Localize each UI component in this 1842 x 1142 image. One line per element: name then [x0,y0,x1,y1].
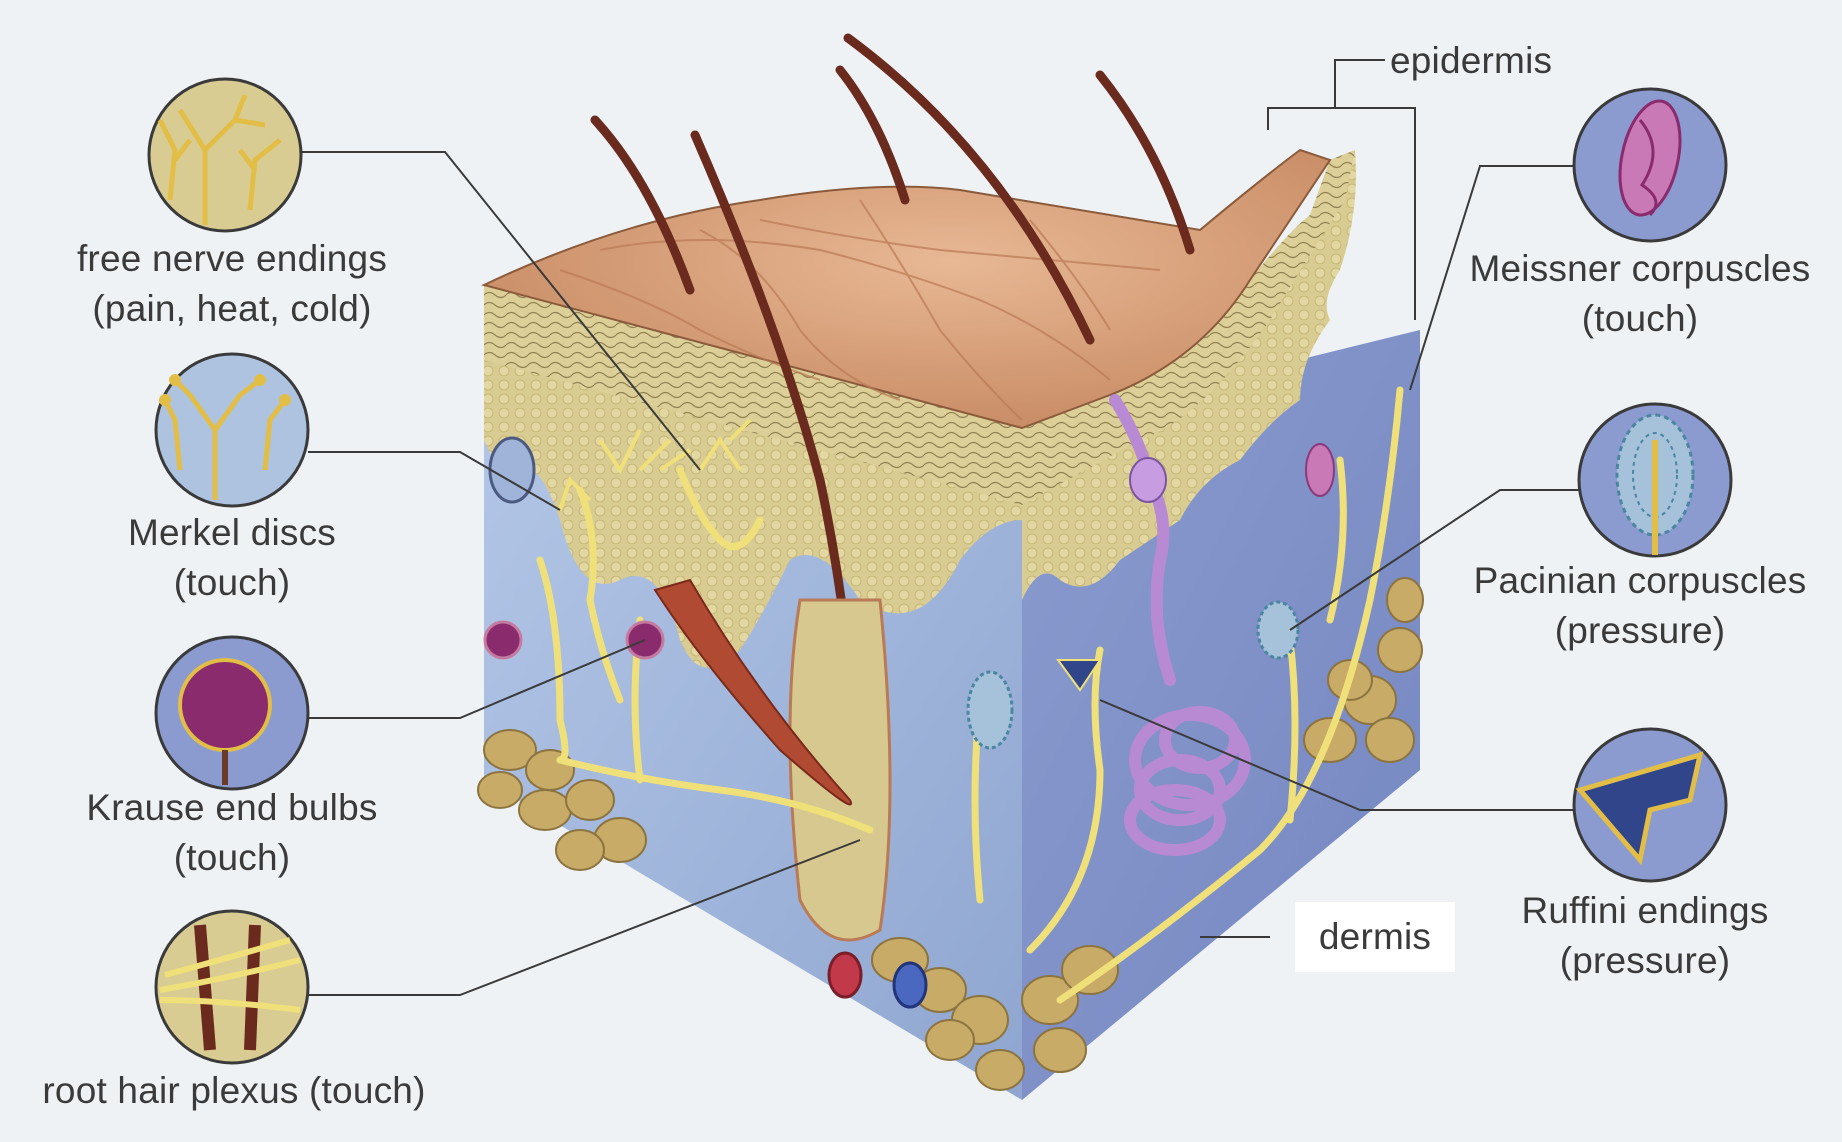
label-free-nerve-endings-line2: (pain, heat, cold) [0,284,472,334]
label-merkel-discs: Merkel discs (touch) [0,508,472,608]
inset-pacinian-corpuscles [1579,404,1731,556]
pacinian-block-1 [968,672,1012,748]
label-merkel-discs-line2: (touch) [0,558,472,608]
label-krause-end-bulbs: Krause end bulbs (touch) [0,783,472,883]
label-meissner-corpuscles-line2: (touch) [1430,294,1842,344]
label-ruffini-endings-line2: (pressure) [1465,936,1825,986]
inset-root-hair-plexus [156,911,308,1063]
label-pacinian-corpuscles: Pacinian corpuscles (pressure) [1430,556,1842,656]
label-pacinian-corpuscles-line1: Pacinian corpuscles [1430,556,1842,606]
label-dermis: dermis [1295,902,1455,972]
label-pacinian-corpuscles-line2: (pressure) [1430,606,1842,656]
label-root-hair-plexus-line1: root hair plexus (touch) [0,1066,474,1116]
inset-free-nerve-endings [149,79,301,231]
label-free-nerve-endings: free nerve endings (pain, heat, cold) [0,234,472,334]
meissner-block [1306,444,1334,496]
label-merkel-discs-line1: Merkel discs [0,508,472,558]
label-krause-end-bulbs-line2: (touch) [0,833,472,883]
inset-krause-end-bulbs [156,637,308,789]
label-free-nerve-endings-line1: free nerve endings [0,234,472,284]
inset-meissner-corpuscles [1574,89,1726,241]
label-meissner-corpuscles: Meissner corpuscles (touch) [1430,244,1842,344]
pacinian-block-2 [1258,602,1298,658]
inset-ruffini-endings [1574,729,1726,881]
label-ruffini-endings-line1: Ruffini endings [1465,886,1825,936]
krause-bulb-block-1 [485,622,521,658]
label-epidermis: epidermis [1390,36,1610,86]
merkel-block [490,438,534,502]
inset-merkel-discs [156,354,308,506]
label-ruffini-endings: Ruffini endings (pressure) [1465,886,1825,986]
label-krause-end-bulbs-line1: Krause end bulbs [0,783,472,833]
label-meissner-corpuscles-line1: Meissner corpuscles [1430,244,1842,294]
label-root-hair-plexus: root hair plexus (touch) [0,1066,474,1116]
